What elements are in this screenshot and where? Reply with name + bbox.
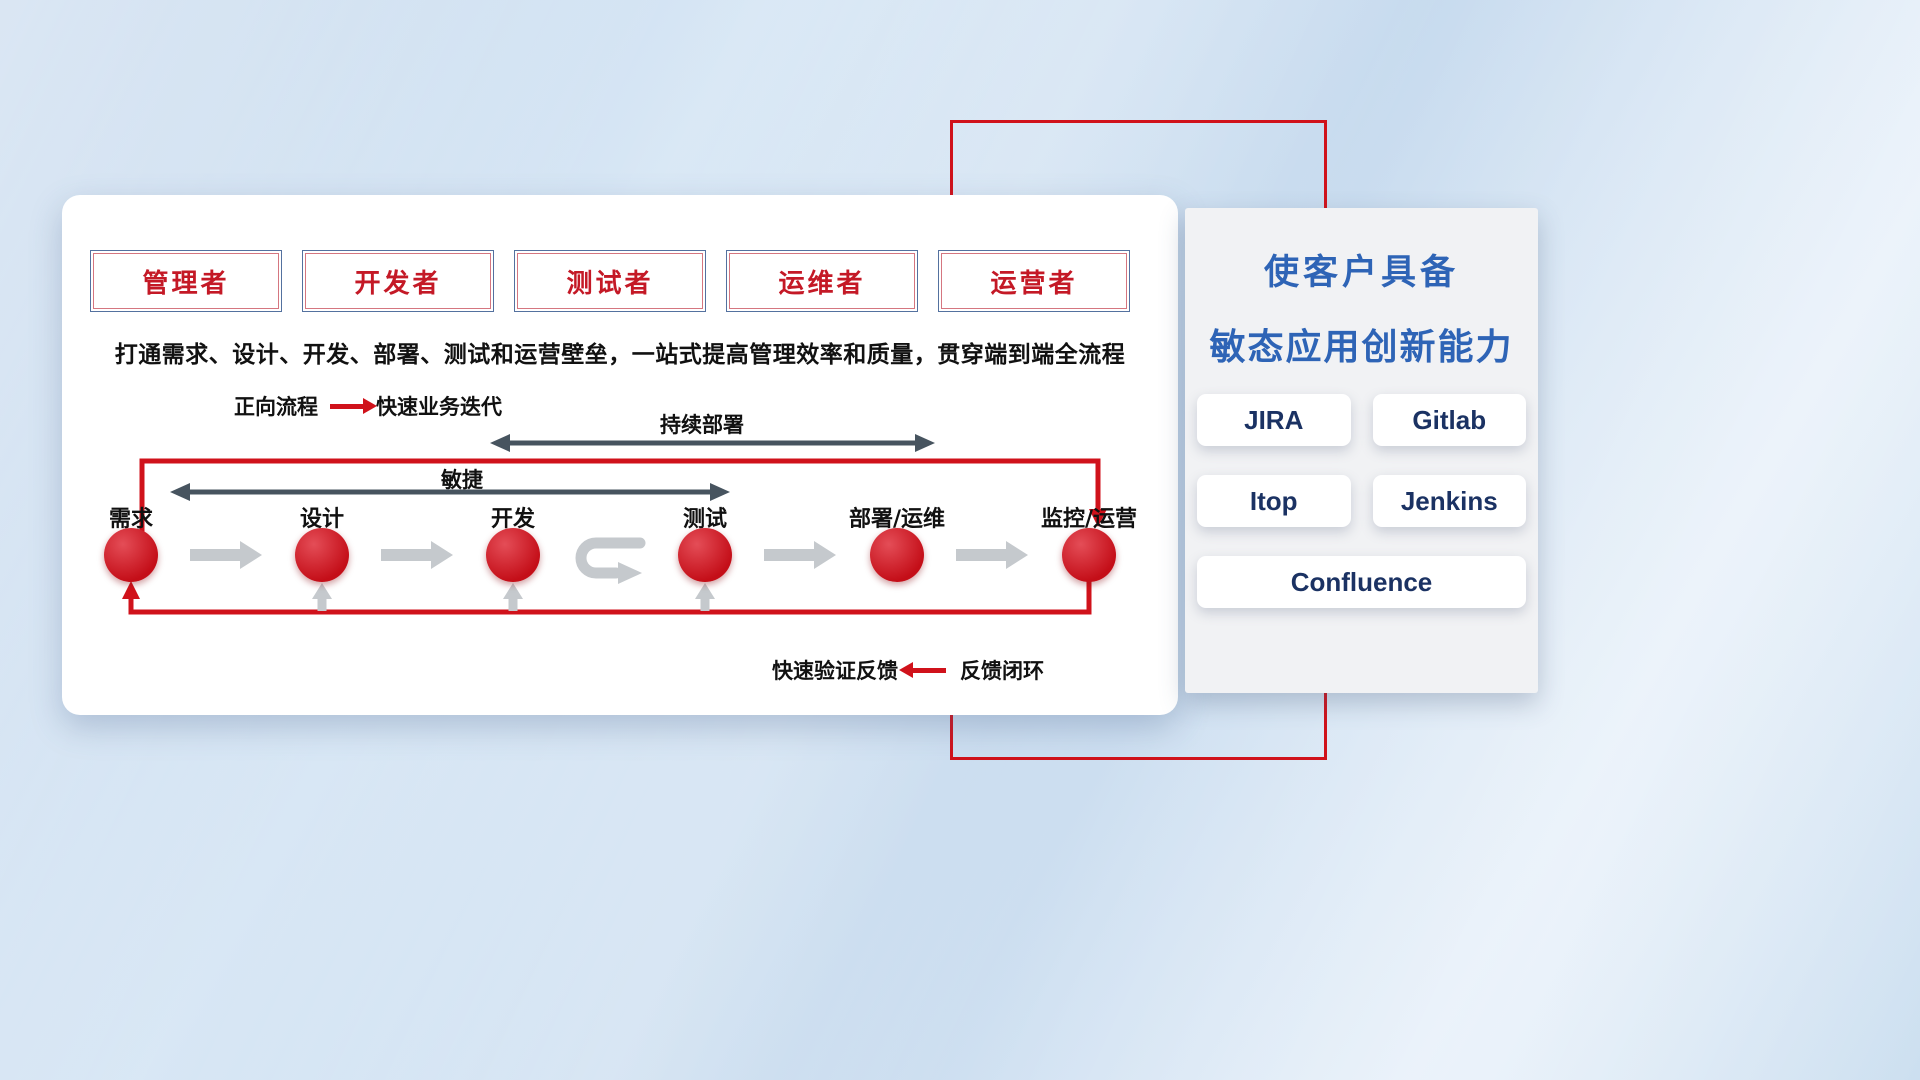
forward-loop-line <box>139 458 1107 540</box>
agile-label: 敏捷 <box>441 468 483 492</box>
flow-arrows <box>190 541 1028 569</box>
tool-box-itop: Itop <box>1197 475 1351 527</box>
role-box-tester: 测试者 <box>514 250 706 312</box>
role-box-ops: 运维者 <box>726 250 918 312</box>
forward-flow-desc: 快速业务迭代 <box>376 395 502 419</box>
continuous-deployment-span-arrow <box>490 434 935 452</box>
role-box-developer: 开发者 <box>302 250 494 312</box>
feedback-up-arrows <box>312 583 715 611</box>
feedback-label: 反馈闭环 <box>960 659 1044 683</box>
feedback-loop-line <box>122 581 1092 615</box>
flow-node-deploy-ops <box>870 528 924 582</box>
tool-box-confluence: Confluence <box>1197 556 1526 608</box>
node-label-design: 设计 <box>299 507 345 532</box>
panel-title-line1: 使客户具备 <box>1263 253 1459 293</box>
flow-arrow <box>190 541 262 569</box>
tool-box-jira: JIRA <box>1197 394 1351 446</box>
role-box-operator: 运营者 <box>938 250 1130 312</box>
flow-node-design <box>295 528 349 582</box>
panel-title-line2: 敏态应用创新能力 <box>1209 327 1514 368</box>
forward-arrow-icon <box>330 397 377 414</box>
node-label-testing: 测试 <box>682 507 728 532</box>
node-label-deploy-ops: 部署/运维 <box>848 507 946 532</box>
flow-node-monitor-operate <box>1062 528 1116 582</box>
workflow-card: 管理者 开发者 测试者 运维者 运营者 打通需求、设计、开发、部署、测试和运营壁… <box>62 195 1178 715</box>
feedback-desc: 快速验证反馈 <box>772 659 898 683</box>
continuous-deployment-label: 持续部署 <box>660 413 744 437</box>
tool-box-gitlab: Gitlab <box>1372 394 1526 446</box>
role-box-manager: 管理者 <box>90 250 282 312</box>
tools-grid: JIRA Gitlab Itop Jenkins Confluence <box>1197 394 1526 608</box>
tool-box-jenkins: Jenkins <box>1372 475 1526 527</box>
feedback-up-arrow <box>312 583 332 611</box>
iteration-loop-icon <box>575 537 646 584</box>
flow-node-development <box>486 528 540 582</box>
forward-flow-legend: 正向流程 快速业务迭代 <box>234 391 502 421</box>
feedback-up-arrow <box>695 583 715 611</box>
workflow-subtitle: 打通需求、设计、开发、部署、测试和运营壁垒，一站式提高管理效率和质量，贯穿端到端… <box>114 342 1126 368</box>
node-label-development: 开发 <box>490 507 536 532</box>
feedback-arrow-icon <box>899 661 946 678</box>
node-label-requirements: 需求 <box>108 507 154 532</box>
agile-span-arrow <box>170 483 730 501</box>
benefits-panel: 使客户具备 敏态应用创新能力 JIRA Gitlab Itop Jenkins … <box>1185 208 1538 693</box>
flow-node-requirements <box>104 528 158 582</box>
flow-arrow <box>764 541 836 569</box>
flow-node-testing <box>678 528 732 582</box>
roles-row: 管理者 开发者 测试者 运维者 运营者 <box>90 250 1130 312</box>
node-label-monitor-operate: 监控/运营 <box>1040 507 1138 532</box>
forward-flow-label: 正向流程 <box>234 395 318 419</box>
flow-arrow <box>381 541 453 569</box>
feedback-legend: 快速验证反馈 反馈闭环 <box>772 655 1044 685</box>
diagram-arrows-svg <box>122 434 1107 615</box>
feedback-up-arrow <box>503 583 523 611</box>
flow-arrow <box>956 541 1028 569</box>
